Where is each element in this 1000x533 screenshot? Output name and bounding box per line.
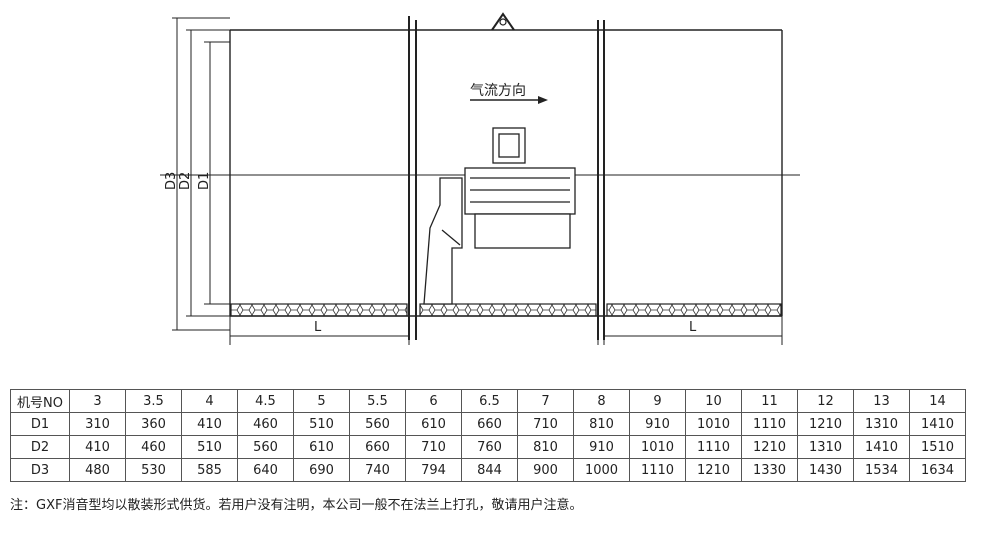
dim-l-right-label: L	[689, 320, 697, 335]
fan-silencer-drawing: 气流方向 D3 D2 D1 L L	[160, 12, 800, 345]
table-cell: 660	[349, 435, 406, 459]
table-cell: 740	[349, 458, 406, 482]
row-header: D2	[10, 435, 70, 459]
table-cell: 360	[125, 412, 182, 436]
table-cell: 1534	[853, 458, 910, 482]
table-cell: 1330	[741, 458, 798, 482]
table-cell: 4	[181, 389, 238, 413]
table-cell: 310	[69, 412, 126, 436]
row-header: D3	[10, 458, 70, 482]
row-header: 机号NO	[10, 389, 70, 413]
diameter-dimensions	[172, 17, 230, 331]
motor-assembly	[423, 127, 576, 305]
table-cell: 1410	[909, 412, 966, 436]
table-cell: 1210	[741, 435, 798, 459]
table-cell: 1000	[573, 458, 630, 482]
table-cell: 14	[909, 389, 966, 413]
table-cell: 844	[461, 458, 518, 482]
table-cell: 4.5	[237, 389, 294, 413]
table-cell: 1210	[797, 412, 854, 436]
length-dimensions	[229, 316, 783, 345]
dim-d1-label: D1	[197, 172, 212, 190]
table-cell: 660	[461, 412, 518, 436]
table-cell: 3.5	[125, 389, 182, 413]
lifting-lug-icon	[491, 12, 515, 31]
table-cell: 690	[293, 458, 350, 482]
table-cell: 7	[517, 389, 574, 413]
table-cell: 900	[517, 458, 574, 482]
table-cell: 1010	[629, 435, 686, 459]
table-cell: 710	[405, 435, 462, 459]
table-cell: 13	[853, 389, 910, 413]
dim-l-left-label: L	[314, 320, 322, 335]
table-cell: 1510	[909, 435, 966, 459]
table-cell: 510	[181, 435, 238, 459]
table-cell: 1634	[909, 458, 966, 482]
table-cell: 3	[69, 389, 126, 413]
flanges	[408, 16, 605, 340]
table-cell: 10	[685, 389, 742, 413]
table-cell: 710	[517, 412, 574, 436]
table-cell: 1310	[853, 412, 910, 436]
table-cell: 410	[69, 435, 126, 459]
table-cell: 480	[69, 458, 126, 482]
table-cell: 1110	[685, 435, 742, 459]
footnote: 注：GXF消音型均以散装形式供货。若用户没有注明，本公司一般不在法兰上打孔，敬请…	[10, 498, 583, 513]
table-cell: 1010	[685, 412, 742, 436]
flow-direction-label: 气流方向	[470, 83, 526, 99]
table-cell: 1410	[853, 435, 910, 459]
table-cell: 610	[293, 435, 350, 459]
table-cell: 6.5	[461, 389, 518, 413]
table-cell: 460	[237, 412, 294, 436]
table-cell: 1310	[797, 435, 854, 459]
table-cell: 1430	[797, 458, 854, 482]
table-cell: 5.5	[349, 389, 406, 413]
table-cell: 560	[349, 412, 406, 436]
table-cell: 11	[741, 389, 798, 413]
table-cell: 6	[405, 389, 462, 413]
table-cell: 1110	[741, 412, 798, 436]
table-cell: 5	[293, 389, 350, 413]
table-cell: 794	[405, 458, 462, 482]
table-cell: 9	[629, 389, 686, 413]
table-cell: 640	[237, 458, 294, 482]
dim-d2-label: D2	[178, 172, 193, 190]
table-cell: 460	[125, 435, 182, 459]
table-cell: 530	[125, 458, 182, 482]
table-cell: 910	[629, 412, 686, 436]
dim-d3-label: D3	[164, 172, 179, 190]
row-header: D1	[10, 412, 70, 436]
table-cell: 610	[405, 412, 462, 436]
table-cell: 12	[797, 389, 854, 413]
table-cell: 910	[573, 435, 630, 459]
table-cell: 560	[237, 435, 294, 459]
table-cell: 510	[293, 412, 350, 436]
table-cell: 585	[181, 458, 238, 482]
table-cell: 810	[573, 412, 630, 436]
table-cell: 1210	[685, 458, 742, 482]
table-cell: 8	[573, 389, 630, 413]
table-cell: 1110	[629, 458, 686, 482]
table-cell: 410	[181, 412, 238, 436]
table-cell: 760	[461, 435, 518, 459]
acoustic-lining	[230, 303, 782, 317]
table-cell: 810	[517, 435, 574, 459]
